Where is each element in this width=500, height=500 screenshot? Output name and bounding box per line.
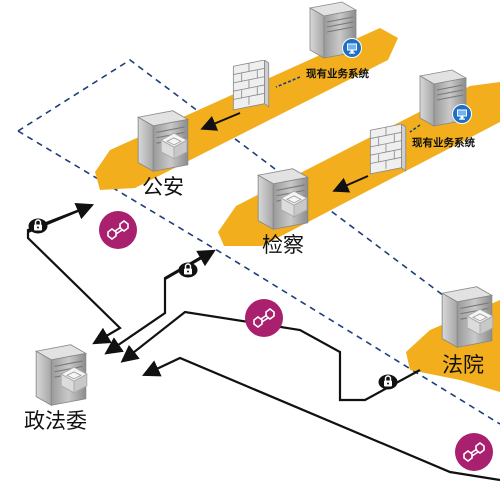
- link-zhengfawei-fayuan-lower: [142, 356, 500, 482]
- brick-wall-icon: [232, 60, 270, 111]
- exchange-node-icon: [244, 298, 284, 338]
- system-server-gongan: [309, 1, 362, 59]
- monitor-icon: [342, 38, 362, 58]
- brick-wall-icon: [369, 124, 407, 175]
- link-fayuan-zhengfawei: [120, 310, 421, 402]
- padlock-icon: [178, 261, 198, 279]
- server-zhengfawei: [35, 344, 88, 406]
- node-label-zhengfawei: 政法委: [24, 409, 87, 433]
- system-server-jiancha: [419, 69, 472, 127]
- system-label-gongan: 现有业务系统: [306, 67, 369, 80]
- network-boundary-inner: [17, 130, 500, 425]
- link-gongan-zhengfawei: [26, 204, 122, 345]
- server-gongan: [137, 110, 189, 172]
- exchange-node-icon: [454, 432, 494, 472]
- system-arrows: [275, 76, 421, 133]
- node-label-jiancha: 检察: [262, 233, 304, 257]
- server-jiancha: [257, 168, 309, 230]
- band-arrows: [200, 112, 369, 193]
- node-label-gongan: 公安: [142, 175, 184, 199]
- server-fayuan: [441, 286, 494, 348]
- node-label-fayuan: 法院: [442, 353, 484, 377]
- padlock-icon: [28, 217, 48, 235]
- padlock-icon: [378, 373, 398, 391]
- network-boundary: [17, 59, 500, 339]
- system-label-jiancha: 现有业务系统: [412, 136, 475, 149]
- monitor-icon: [452, 104, 472, 124]
- exchange-node-icon: [98, 210, 138, 250]
